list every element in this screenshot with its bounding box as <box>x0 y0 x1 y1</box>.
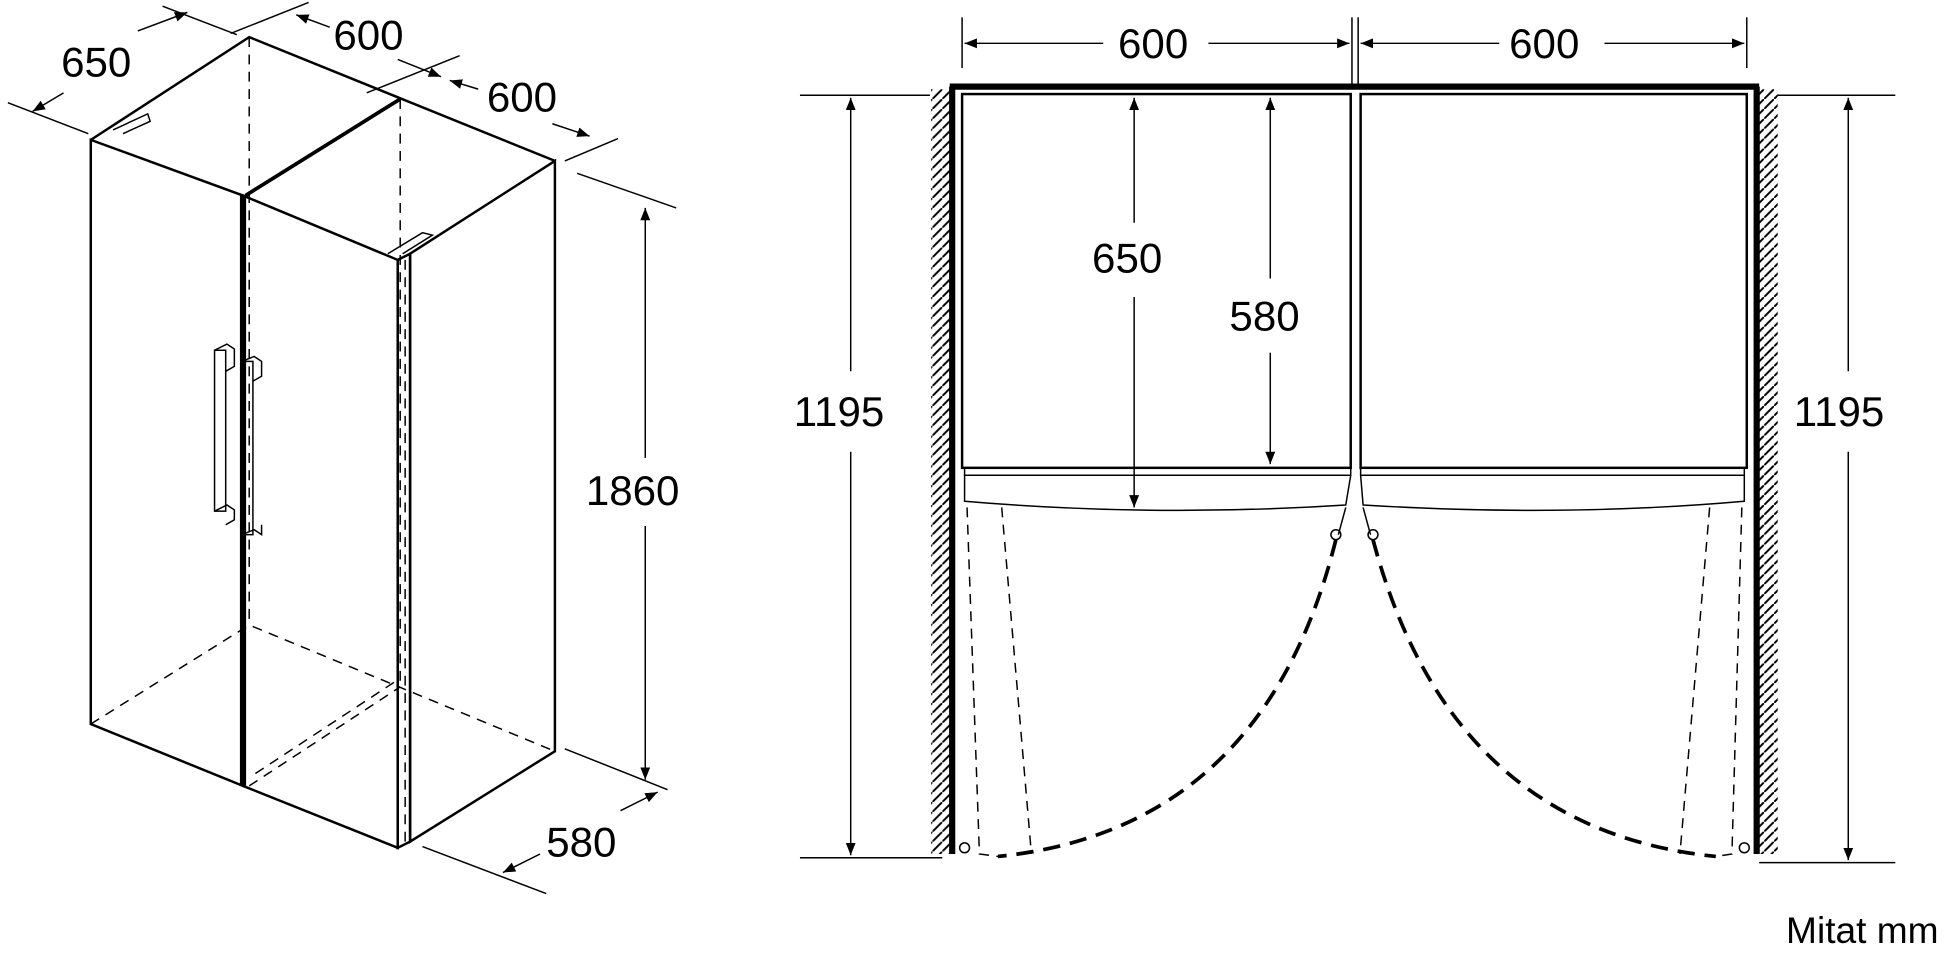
plan-dimensions: 600 600 1195 1195 650 580 <box>794 17 1896 864</box>
isometric-dimensions: 650 600 600 1860 580 <box>7 1 680 895</box>
plan-total-depth-left-label: 1195 <box>794 388 884 435</box>
units-label: Mitat mm <box>1786 909 1939 951</box>
right-wall <box>1759 89 1778 854</box>
plan-width-right-label: 600 <box>1509 20 1579 67</box>
door-swing <box>958 507 1750 859</box>
iso-width-left-label: 600 <box>333 12 403 59</box>
plan-view: 600 600 1195 1195 650 580 <box>794 17 1896 864</box>
door-handles <box>213 343 263 537</box>
iso-width-right-label: 600 <box>487 73 557 120</box>
left-wall <box>931 89 950 854</box>
iso-height-label: 1860 <box>586 467 680 514</box>
iso-depth-label: 650 <box>61 39 131 86</box>
plan-body-depth-label: 580 <box>1229 292 1299 339</box>
iso-body-depth-label: 580 <box>546 818 616 865</box>
fridge-body <box>89 35 557 850</box>
isometric-view: 650 600 600 1860 580 <box>7 1 680 895</box>
plan-cabinets <box>960 92 1749 512</box>
plan-total-depth-right-label: 1195 <box>1794 388 1884 435</box>
plan-width-left-label: 600 <box>1118 20 1188 67</box>
plan-depth-with-door-label: 650 <box>1092 234 1162 281</box>
